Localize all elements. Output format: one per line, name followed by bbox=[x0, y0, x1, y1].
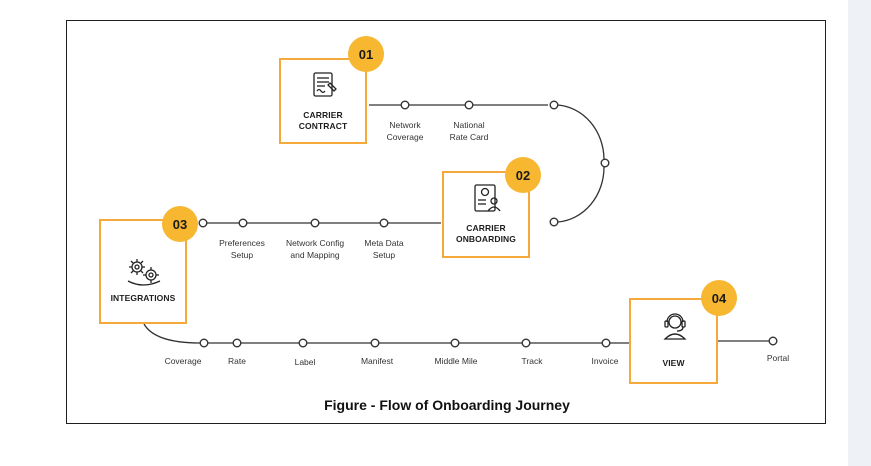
connector-curve bbox=[143, 323, 201, 344]
step-node bbox=[549, 217, 559, 227]
step-label: Preferences Setup bbox=[219, 238, 265, 260]
flow-connectors bbox=[143, 100, 778, 348]
step-label: Middle Mile bbox=[434, 356, 478, 366]
gears-integration-icon bbox=[127, 259, 161, 286]
step-label: Label bbox=[294, 357, 316, 367]
contract-document-icon bbox=[313, 72, 337, 97]
step-label: Track bbox=[521, 356, 543, 366]
step-label: Coverage bbox=[164, 356, 202, 366]
step-label: Rate bbox=[228, 356, 246, 366]
carrier-contract-box: CARRIER CONTRACT bbox=[279, 58, 367, 144]
step-node bbox=[549, 100, 559, 110]
step-node bbox=[379, 218, 389, 228]
step-node bbox=[298, 338, 308, 348]
step-node bbox=[521, 338, 531, 348]
step-label: Manifest bbox=[360, 356, 394, 366]
step-node bbox=[464, 100, 474, 110]
stage-badge: 02 bbox=[505, 157, 541, 193]
onboarding-form-icon bbox=[474, 184, 501, 212]
connector-curve bbox=[557, 166, 605, 223]
figure-caption: Figure - Flow of Onboarding Journey bbox=[324, 397, 570, 413]
step-label: Portal bbox=[766, 353, 790, 363]
headset-support-icon bbox=[663, 313, 687, 340]
step-node bbox=[238, 218, 248, 228]
connector-curve bbox=[557, 104, 605, 160]
step-label: National Rate Card bbox=[449, 120, 489, 142]
stage-badge: 01 bbox=[348, 36, 384, 72]
step-label: Network Config and Mapping bbox=[285, 238, 345, 260]
page-side-strip bbox=[848, 0, 871, 466]
step-node bbox=[232, 338, 242, 348]
stage-label: CARRIER ONBOARDING bbox=[455, 223, 517, 244]
stage-label: INTEGRATIONS bbox=[110, 293, 176, 303]
step-node bbox=[370, 338, 380, 348]
step-label: Network Coverage bbox=[386, 120, 424, 142]
diagram-frame: CARRIER CONTRACT 01 CARRIER ONBOARDING 0… bbox=[66, 20, 826, 424]
step-node bbox=[768, 336, 778, 346]
stage-label: CARRIER CONTRACT bbox=[298, 110, 348, 131]
step-node bbox=[199, 338, 209, 348]
step-label: Meta Data Setup bbox=[364, 238, 404, 260]
step-label: Invoice bbox=[591, 356, 619, 366]
step-node bbox=[450, 338, 460, 348]
stage-badge: 03 bbox=[162, 206, 198, 242]
stage-label: VIEW bbox=[662, 358, 685, 368]
view-box: VIEW bbox=[629, 298, 718, 384]
step-node bbox=[198, 218, 208, 228]
stage-badge: 04 bbox=[701, 280, 737, 316]
step-node bbox=[400, 100, 410, 110]
step-node bbox=[601, 338, 611, 348]
step-node bbox=[600, 158, 610, 168]
step-node bbox=[310, 218, 320, 228]
